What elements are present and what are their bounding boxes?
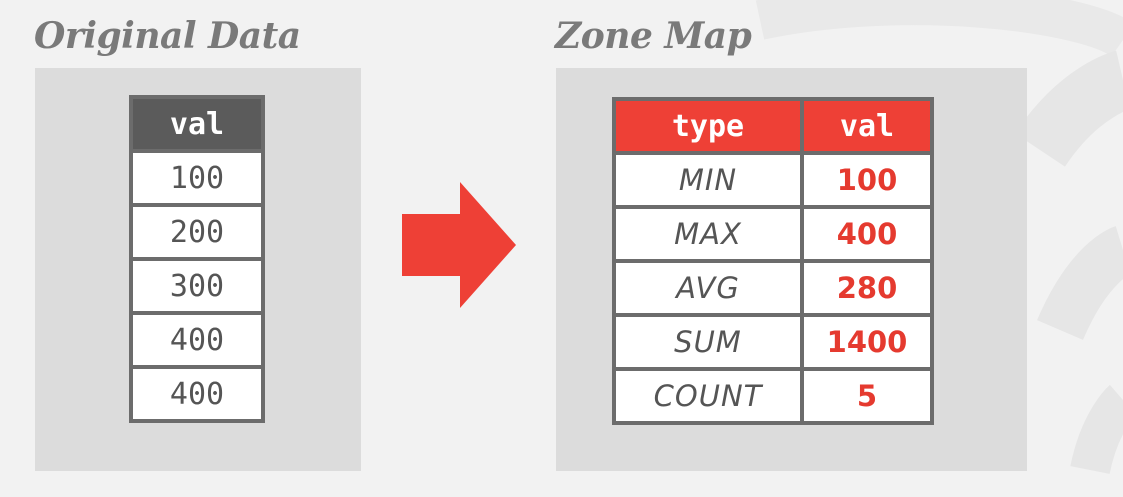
table-row: MAX 400 — [612, 205, 934, 263]
zone-type-cell: SUM — [612, 313, 804, 371]
original-val-cell: 200 — [129, 203, 265, 261]
original-val-cell: 400 — [129, 311, 265, 369]
table-row: MIN 100 — [612, 151, 934, 209]
table-row: 400 — [129, 365, 265, 423]
table-row: 100 — [129, 149, 265, 207]
zone-map-table: type val MIN 100 MAX 400 AVG 280 SUM 140… — [612, 97, 934, 425]
zone-val-cell: 400 — [800, 205, 934, 263]
zone-type-cell: COUNT — [612, 367, 804, 425]
zone-val-cell: 1400 — [800, 313, 934, 371]
original-data-table: val 100 200 300 400 400 — [129, 95, 265, 423]
zone-val-cell: 280 — [800, 259, 934, 317]
original-val-header: val — [129, 95, 265, 153]
table-row: 400 — [129, 311, 265, 369]
table-row: SUM 1400 — [612, 313, 934, 371]
table-row: AVG 280 — [612, 259, 934, 317]
zone-type-cell: MIN — [612, 151, 804, 209]
table-row: COUNT 5 — [612, 367, 934, 425]
zone-type-cell: MAX — [612, 205, 804, 263]
zone-val-header: val — [800, 97, 934, 155]
zone-map-heading: Zone Map — [555, 15, 752, 57]
original-data-heading: Original Data — [34, 15, 301, 57]
table-row: 200 — [129, 203, 265, 261]
original-table-header-row: val — [129, 95, 265, 153]
zone-table-header-row: type val — [612, 97, 934, 155]
original-val-cell: 300 — [129, 257, 265, 315]
zone-val-cell: 5 — [800, 367, 934, 425]
right-arrow-icon — [402, 182, 516, 308]
original-val-cell: 100 — [129, 149, 265, 207]
zone-type-cell: AVG — [612, 259, 804, 317]
zone-type-header: type — [612, 97, 804, 155]
table-row: 300 — [129, 257, 265, 315]
zone-val-cell: 100 — [800, 151, 934, 209]
original-val-cell: 400 — [129, 365, 265, 423]
